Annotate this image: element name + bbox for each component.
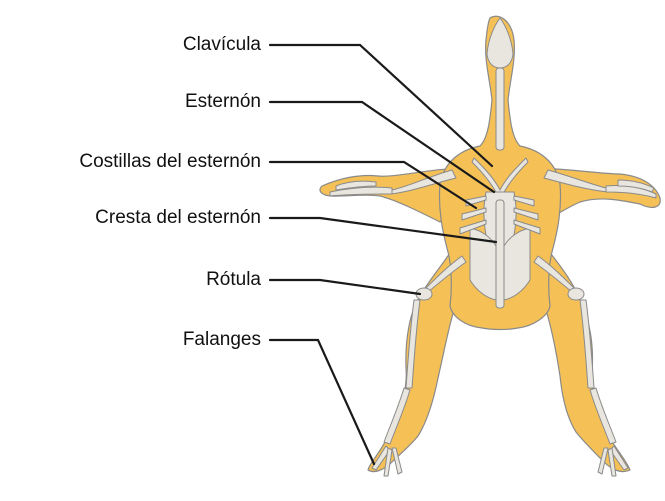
label-cresta: Cresta del esternón <box>95 207 261 229</box>
clavicula-leader <box>270 45 492 166</box>
label-costillas: Costillas del esternón <box>79 151 261 173</box>
label-esternon: Esternón <box>185 91 261 113</box>
label-clavicula: Clavícula <box>183 34 261 56</box>
keel-bone <box>496 200 504 308</box>
rotula-leader <box>270 280 420 294</box>
label-falanges: Falanges <box>183 329 261 351</box>
right-patella-bone <box>568 288 584 300</box>
falanges-leader <box>270 340 374 464</box>
label-rotula: Rótula <box>206 269 261 291</box>
